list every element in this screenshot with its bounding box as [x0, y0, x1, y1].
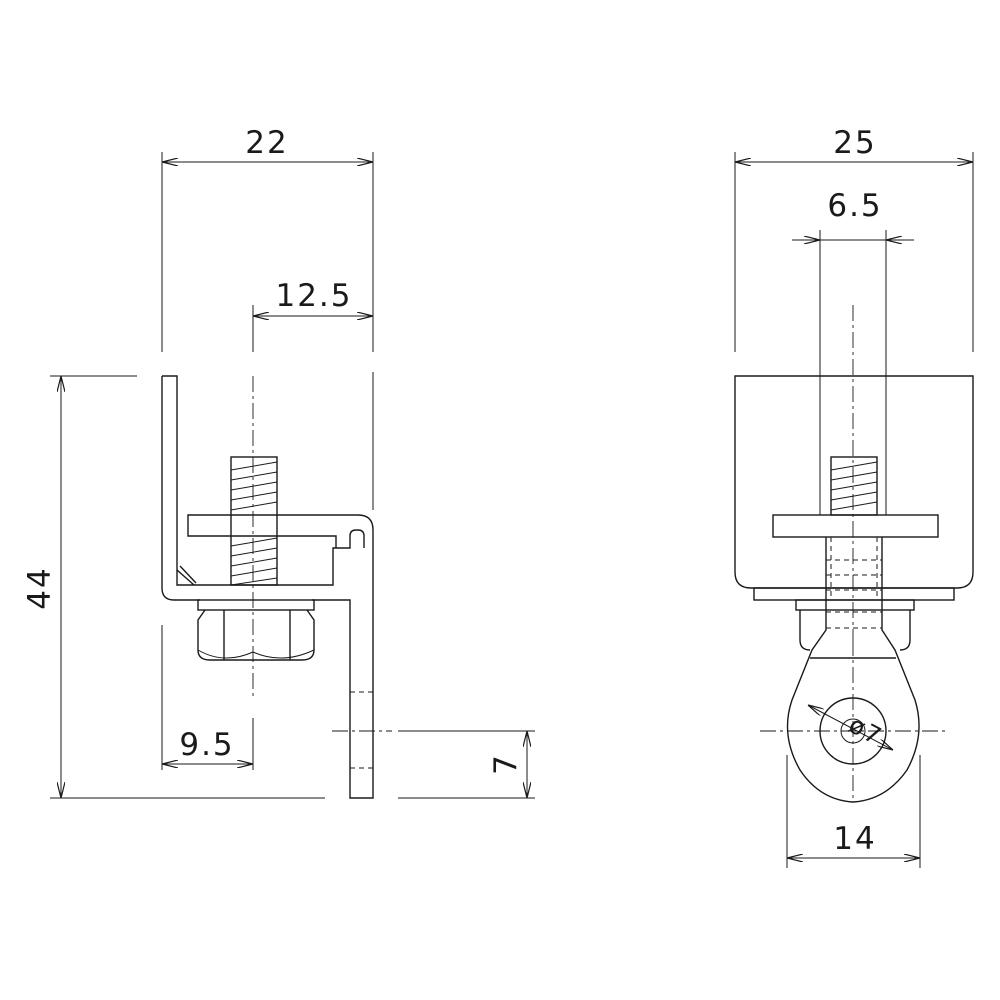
side-bottom-dim: 9.5	[179, 727, 234, 763]
side-view: 22 12.5 9.5 44 7	[22, 125, 535, 799]
side-width-dim: 22	[245, 125, 288, 161]
side-lower-hole	[332, 691, 392, 769]
side-bolt-offset-dim: 12.5	[275, 278, 352, 314]
side-thread-hatch	[230, 461, 278, 586]
front-bolt	[826, 305, 882, 640]
front-nut	[795, 599, 915, 651]
front-thread-hatch	[830, 461, 878, 511]
front-ring-centerlines	[760, 640, 945, 800]
front-view: 25 6.5 ø7 14	[734, 125, 974, 868]
side-bolt	[230, 376, 278, 700]
front-ring-dim: 14	[833, 821, 876, 857]
front-slot-dim: 6.5	[827, 188, 882, 224]
front-hole-dim: ø7	[844, 711, 887, 752]
side-nut	[197, 599, 315, 661]
side-dimension-lines	[61, 162, 527, 798]
side-lower-dim: 7	[488, 753, 524, 775]
front-housing	[734, 375, 974, 601]
side-bracket	[161, 375, 374, 799]
side-extension-lines	[50, 152, 535, 799]
front-dimension-lines	[735, 162, 973, 858]
front-hidden-lines	[826, 537, 882, 629]
front-extension-lines	[734, 152, 974, 868]
side-height-dim: 44	[22, 566, 58, 609]
front-width-dim: 25	[833, 125, 876, 161]
